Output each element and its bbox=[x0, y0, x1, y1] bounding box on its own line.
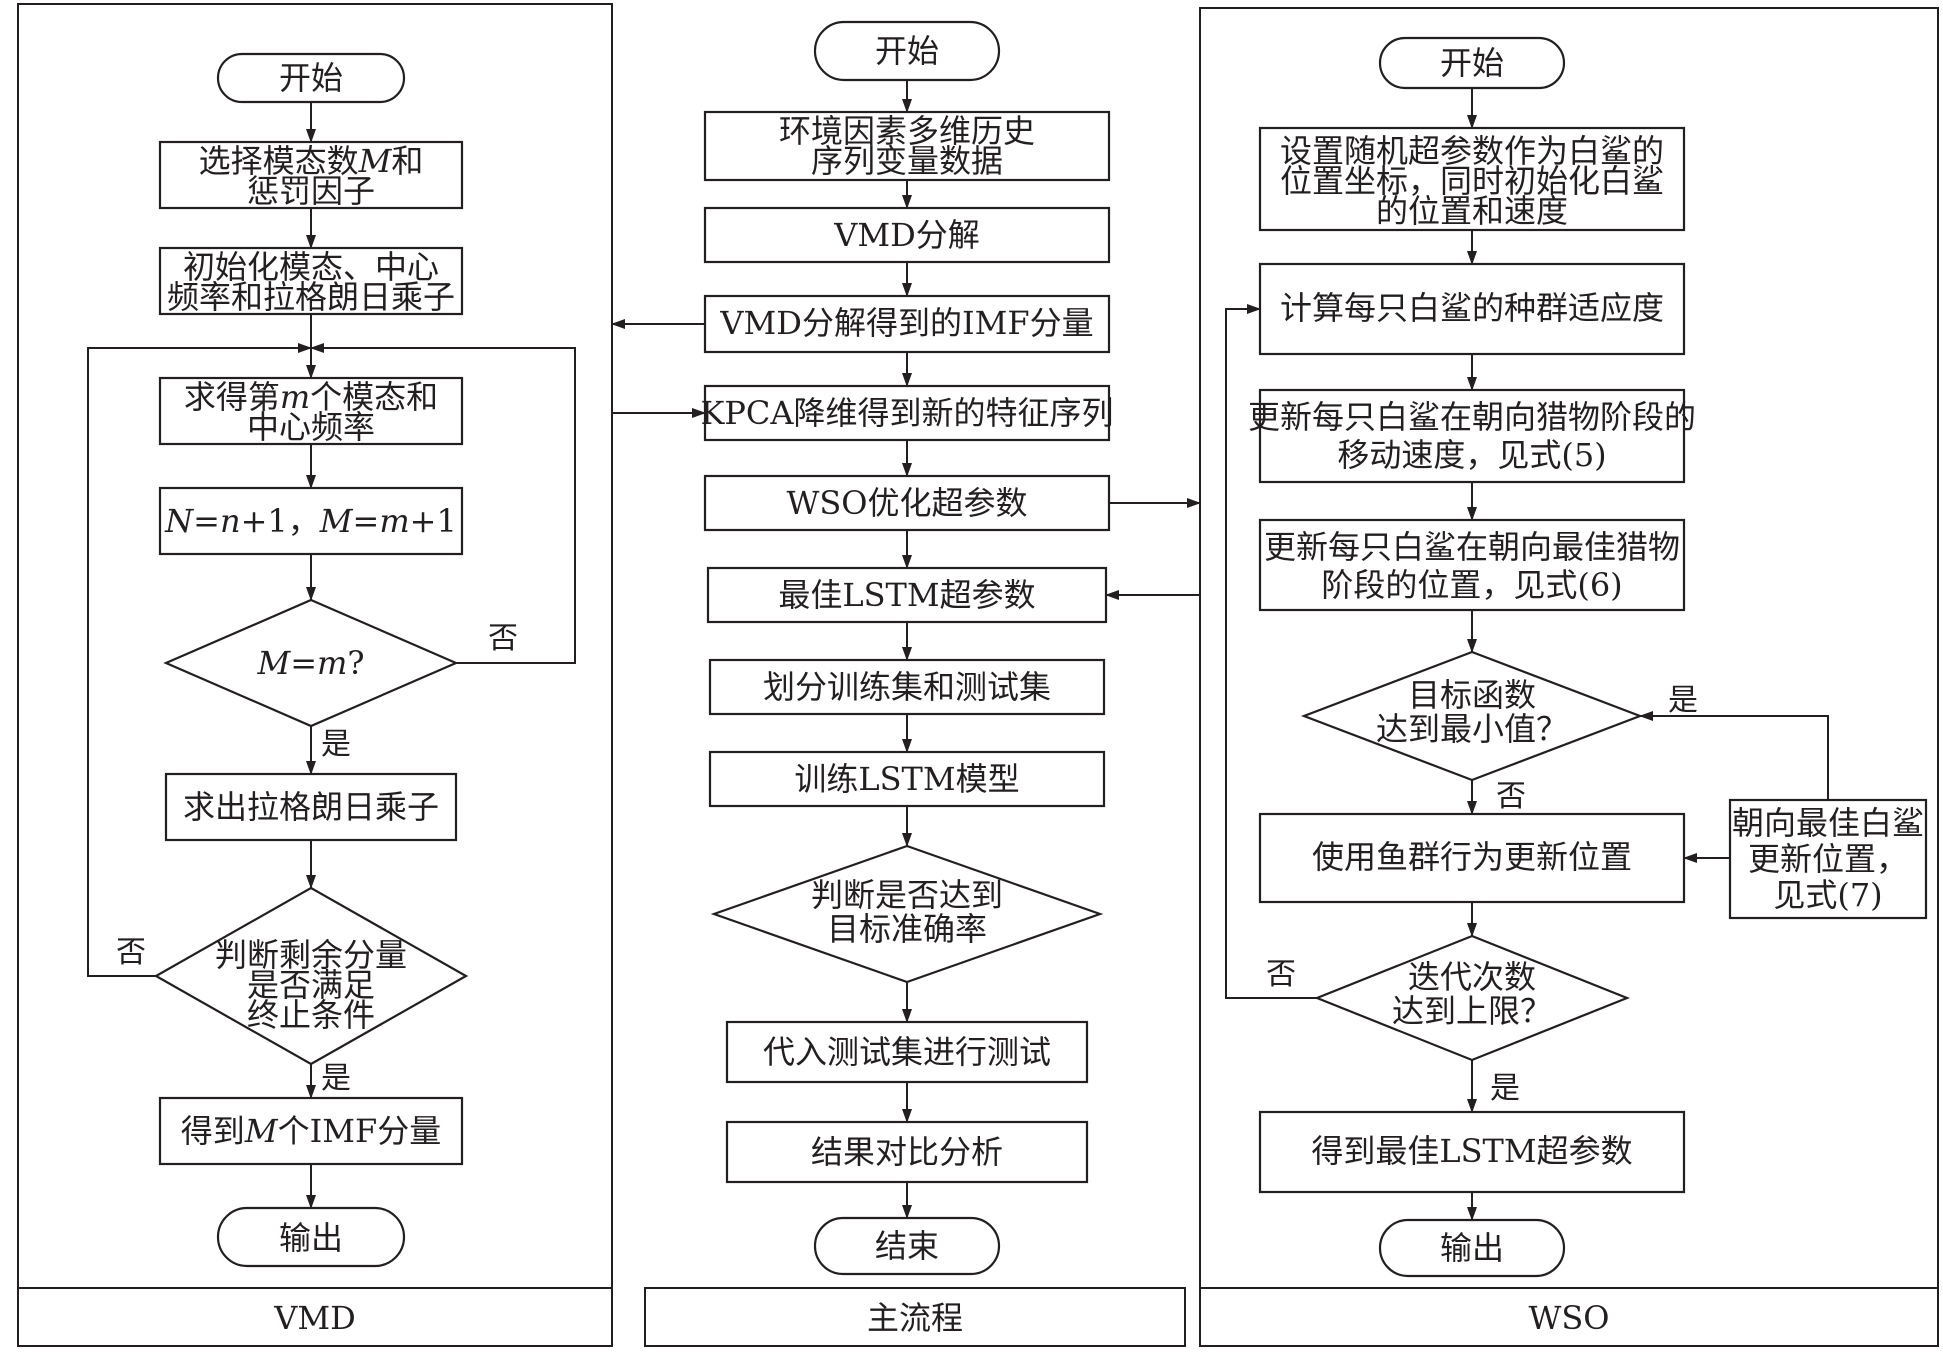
main-analysis-label: 结果对比分析 bbox=[811, 1133, 1003, 1171]
vmd-select-label-1: 选择模态数M和 bbox=[199, 142, 424, 180]
vmd-label-no-1: 否 bbox=[488, 621, 518, 656]
vmd-panel bbox=[17, 3, 613, 1347]
wso-init-label-2: 位置坐标，同时初始化白鲨 bbox=[1280, 162, 1664, 200]
main-best-lstm-label: 最佳LSTM超参数 bbox=[778, 576, 1035, 614]
wso-label-no-1: 否 bbox=[1496, 779, 1526, 814]
wso-toward-best-label-2: 更新位置， bbox=[1748, 840, 1908, 878]
main-best-lstm-node bbox=[706, 566, 1108, 624]
wso-start-label: 开始 bbox=[1440, 44, 1504, 82]
vmd-lagrange-label: 求出拉格朗日乘子 bbox=[183, 788, 439, 826]
wso-fitness-label: 计算每只白鲨的种群适应度 bbox=[1280, 289, 1664, 327]
vmd-mode-label-1: 求得第m个模态和 bbox=[184, 378, 438, 416]
main-start-label: 开始 bbox=[875, 32, 939, 70]
wso-decision-objective-label-1: 目标函数 bbox=[1408, 676, 1536, 714]
wso-toward-best-label-1: 朝向最佳白鲨 bbox=[1732, 804, 1924, 842]
wso-panel bbox=[1199, 7, 1939, 1347]
vmd-init-label-2: 频率和拉格朗日乘子 bbox=[167, 278, 455, 316]
main-split-label: 划分训练集和测试集 bbox=[763, 668, 1051, 706]
main-data-label-2: 序列变量数据 bbox=[811, 142, 1003, 180]
wso-label-no-2: 否 bbox=[1266, 957, 1296, 992]
wso-position-label-2: 阶段的位置，见式(6) bbox=[1321, 566, 1622, 604]
main-split-node bbox=[708, 658, 1106, 716]
vmd-start-label: 开始 bbox=[279, 59, 343, 97]
wso-decision-iteration-label-2: 达到上限？ bbox=[1392, 992, 1552, 1030]
vmd-mode-node bbox=[158, 376, 464, 446]
wso-output-label: 输出 bbox=[1440, 1229, 1504, 1267]
vmd-result-node bbox=[158, 1096, 464, 1166]
wso-velocity-node bbox=[1258, 388, 1686, 484]
wso-decision-iteration-label-1: 迭代次数 bbox=[1408, 958, 1536, 996]
vmd-decision-terminate-label-1: 判断剩余分量 bbox=[215, 936, 407, 974]
wso-init-label-3: 的位置和速度 bbox=[1376, 192, 1568, 230]
wso-flow: 开始 设置随机超参数作为白鲨的 位置坐标，同时初始化白鲨 的位置和速度 计算每只… bbox=[1225, 36, 1928, 1278]
main-vmd-decomp-label: VMD分解 bbox=[833, 216, 980, 254]
vmd-decision-terminate-label-2: 是否满足 bbox=[247, 966, 375, 1004]
main-wso-opt-node bbox=[703, 474, 1111, 532]
main-imf-label: VMD分解得到的IMF分量 bbox=[719, 304, 1093, 342]
vmd-edge-decision-no-loop bbox=[310, 343, 576, 664]
vmd-output-label: 输出 bbox=[279, 1219, 343, 1257]
vmd-result-label: 得到M个IMF分量 bbox=[181, 1112, 441, 1150]
vmd-decision-terminate-label-3: 终止条件 bbox=[247, 996, 375, 1034]
vmd-edge-terminate-no-loop bbox=[87, 343, 312, 977]
vmd-label-yes-2: 是 bbox=[321, 1061, 351, 1096]
vmd-init-label-1: 初始化模态、中心 bbox=[183, 248, 439, 286]
wso-velocity-label-2: 移动速度，见式(5) bbox=[1337, 436, 1606, 474]
main-end-label: 结束 bbox=[875, 1227, 939, 1265]
wso-panel-title: WSO bbox=[1528, 1299, 1609, 1337]
wso-decision-objective-label-2: 达到最小值？ bbox=[1376, 710, 1568, 748]
vmd-increment-label: N=n+1，M=m+1 bbox=[164, 502, 457, 540]
wso-result-node bbox=[1258, 1110, 1686, 1194]
main-data-label-1: 环境因素多维历史 bbox=[779, 112, 1035, 150]
wso-position-label-1: 更新每只白鲨在朝向最佳猎物 bbox=[1264, 528, 1680, 566]
vmd-lagrange-node bbox=[164, 772, 458, 842]
vmd-init-node bbox=[158, 246, 464, 316]
wso-result-label: 得到最佳LSTM超参数 bbox=[1311, 1132, 1632, 1170]
wso-toward-best-node bbox=[1728, 798, 1928, 920]
wso-velocity-label-1: 更新每只白鲨在朝向猎物阶段的 bbox=[1248, 398, 1696, 436]
main-test-label: 代入测试集进行测试 bbox=[763, 1033, 1051, 1071]
vmd-panel-title: VMD bbox=[273, 1299, 356, 1337]
main-data-node bbox=[703, 110, 1111, 182]
vmd-decision-m-equals-label: M=m? bbox=[256, 644, 364, 682]
wso-label-yes-1: 是 bbox=[1668, 683, 1698, 718]
wso-fish-label: 使用鱼群行为更新位置 bbox=[1312, 838, 1632, 876]
main-panel-title: 主流程 bbox=[867, 1299, 963, 1337]
wso-edge-toward-objective-yes bbox=[1639, 711, 1829, 800]
main-train-node bbox=[708, 750, 1106, 808]
main-flow: 开始 环境因素多维历史 序列变量数据 VMD分解 VMD分解得到的IMF分量 K… bbox=[611, 20, 1201, 1276]
wso-edge-iteration-no-loop bbox=[1225, 304, 1317, 999]
wso-init-label-1: 设置随机超参数作为白鲨的 bbox=[1280, 132, 1664, 170]
wso-toward-best-label-3: 见式(7) bbox=[1773, 876, 1882, 914]
vmd-mode-label-2: 中心频率 bbox=[247, 408, 375, 446]
main-train-label: 训练LSTM模型 bbox=[794, 760, 1019, 798]
main-wso-opt-label: WSO优化超参数 bbox=[786, 484, 1027, 522]
vmd-flow: 开始 选择模态数M和 惩罚因子 初始化模态、中心 频率和拉格朗日乘子 求得第m个… bbox=[87, 52, 576, 1268]
wso-label-yes-2: 是 bbox=[1490, 1071, 1520, 1106]
vmd-label-yes-1: 是 bbox=[321, 727, 351, 762]
panel-frames: VMD 主流程 WSO bbox=[17, 3, 1939, 1347]
wso-fish-node bbox=[1258, 812, 1686, 904]
main-decision-accuracy-label-1: 判断是否达到 bbox=[811, 876, 1003, 914]
main-decision-accuracy-label-2: 目标准确率 bbox=[827, 910, 987, 948]
vmd-label-no-2: 否 bbox=[116, 935, 146, 970]
main-panel-footer bbox=[644, 1287, 1186, 1347]
main-kpca-label: KPCA降维得到新的特征序列 bbox=[700, 394, 1113, 432]
vmd-select-label-2: 惩罚因子 bbox=[247, 172, 375, 210]
